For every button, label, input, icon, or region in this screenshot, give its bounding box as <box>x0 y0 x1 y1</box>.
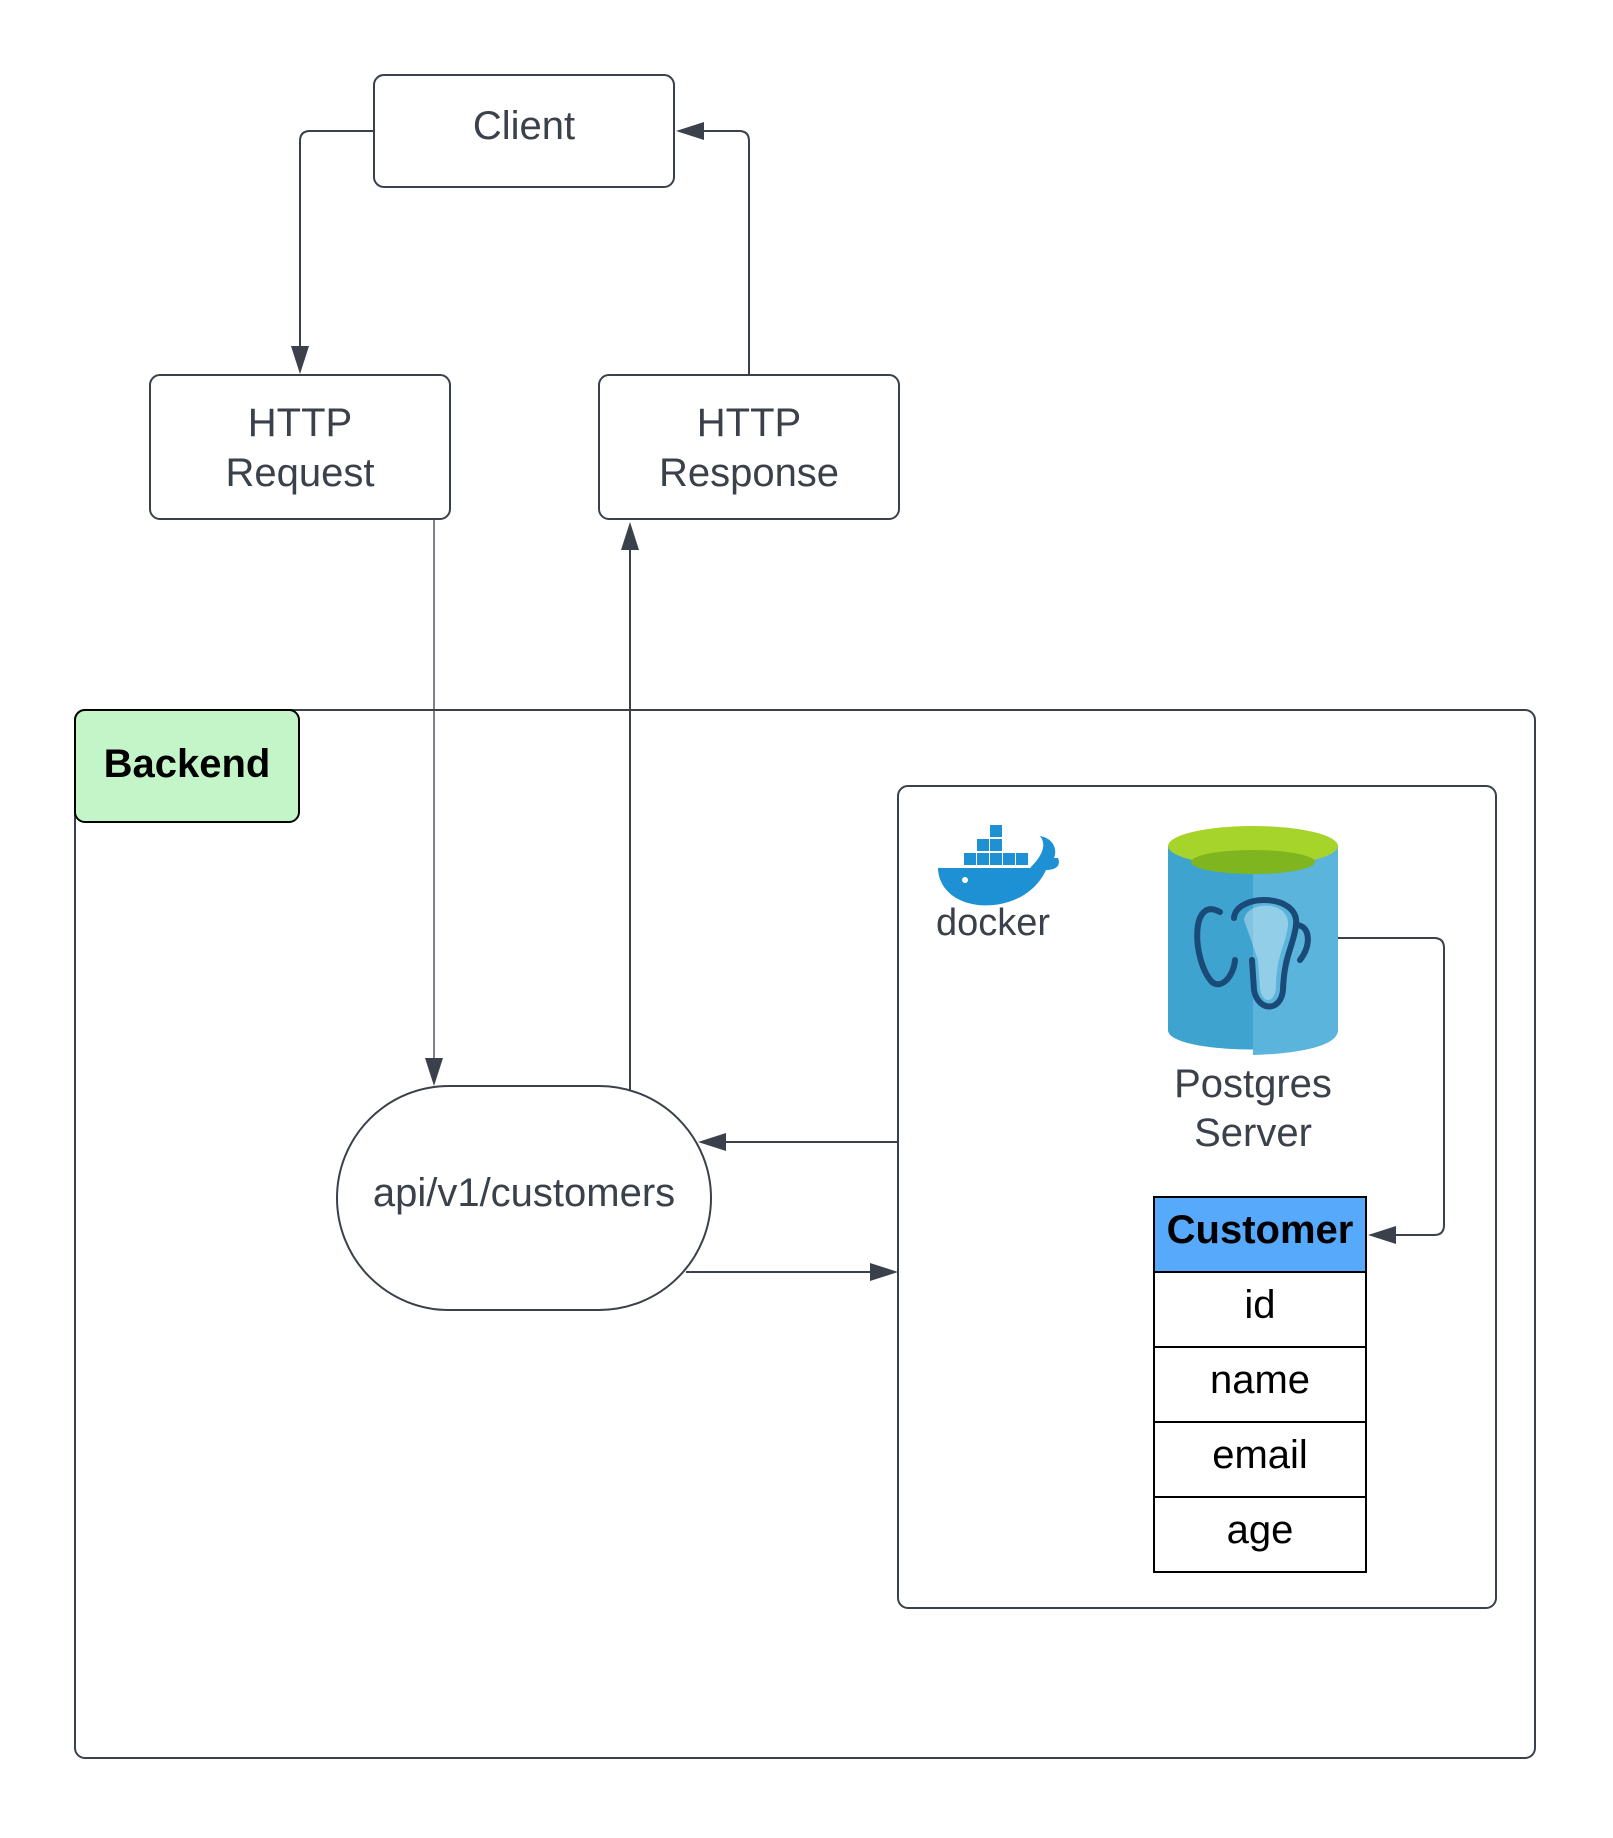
arrowhead <box>1368 1226 1396 1244</box>
table-row <box>1153 1271 1367 1348</box>
customer-table-header <box>1153 1196 1367 1273</box>
client-label: Client <box>473 104 575 148</box>
arrowhead <box>621 522 639 550</box>
endpoint-label: api/v1/customers <box>373 1171 675 1215</box>
arrowhead <box>676 122 704 140</box>
arrowhead <box>425 1058 443 1086</box>
table-field-email: email <box>1212 1433 1308 1477</box>
http-request-label-line1: HTTP <box>248 401 352 445</box>
docker-whale-icon <box>938 825 1059 906</box>
http-request-node <box>149 374 451 520</box>
http-response-label-line1: HTTP <box>697 401 801 445</box>
edge-postgres-to-customer <box>1338 937 1445 1236</box>
endpoint-node <box>336 1085 712 1311</box>
http-request-label-line2: Request <box>226 451 375 495</box>
http-response-label-line2: Response <box>659 451 839 495</box>
table-field-age: age <box>1227 1508 1294 1552</box>
arrowhead <box>870 1263 898 1281</box>
postgres-database-icon <box>1168 826 1338 1055</box>
table-field-name: name <box>1210 1358 1310 1402</box>
edge-response-to-client <box>702 130 750 375</box>
arrowhead <box>698 1133 726 1151</box>
table-row <box>1153 1496 1367 1573</box>
docker-label: docker <box>936 902 1050 944</box>
backend-label-box <box>74 709 300 823</box>
customer-table: Customer id name email age <box>1153 1196 1367 1573</box>
table-row <box>1153 1346 1367 1423</box>
postgres-label-line1: Postgres <box>1174 1062 1332 1106</box>
edge-client-to-request <box>299 130 374 348</box>
arrowhead <box>291 346 309 374</box>
table-field-id: id <box>1244 1283 1275 1327</box>
customer-table-title: Customer <box>1167 1208 1354 1252</box>
backend-label: Backend <box>104 742 271 786</box>
table-row <box>1153 1421 1367 1498</box>
http-response-node <box>598 374 900 520</box>
postgres-label-line2: Server <box>1194 1111 1312 1155</box>
